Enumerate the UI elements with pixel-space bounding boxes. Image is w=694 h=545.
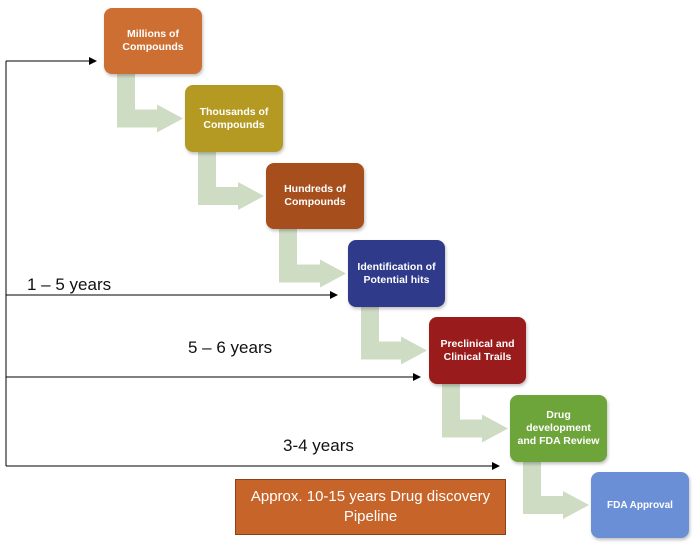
timeline-label-1: 1 – 5 years <box>27 275 112 294</box>
step-thousands-of-compounds: Thousands of Compounds <box>185 85 283 152</box>
step-label: Drug development and FDA Review <box>517 409 600 447</box>
step-identification-of-potential-hits: Identification of Potential hits <box>348 240 445 307</box>
step-label: Millions of Compounds <box>122 28 184 53</box>
step-label: Hundreds of Compounds <box>284 183 346 208</box>
step-connector-arrow <box>361 307 427 365</box>
step-drug-development-fda-review: Drug development and FDA Review <box>510 395 607 462</box>
step-millions-of-compounds: Millions of Compounds <box>104 8 202 74</box>
step-connector-arrow <box>117 74 183 133</box>
step-preclinical-and-clinical-trails: Preclinical and Clinical Trails <box>429 317 526 384</box>
step-connector-arrow <box>442 384 508 443</box>
step-fda-approval: FDA Approval <box>591 472 689 538</box>
step-connector-arrow <box>279 229 346 288</box>
step-hundreds-of-compounds: Hundreds of Compounds <box>266 163 364 229</box>
step-connector-arrow <box>523 462 589 519</box>
step-label: FDA Approval <box>607 499 673 511</box>
timeline-label-3: 3-4 years <box>283 436 354 455</box>
pipeline-summary-label: Approx. 10-15 years Drug discovery Pipel… <box>250 488 491 525</box>
timeline-label-2: 5 – 6 years <box>188 338 273 357</box>
step-label: Preclinical and Clinical Trails <box>440 337 515 363</box>
step-label: Thousands of Compounds <box>199 105 269 131</box>
step-connector-arrow <box>198 152 264 210</box>
step-label: Identification of Potential hits <box>357 260 436 286</box>
pipeline-summary-box: Approx. 10-15 years Drug discovery Pipel… <box>235 479 506 535</box>
